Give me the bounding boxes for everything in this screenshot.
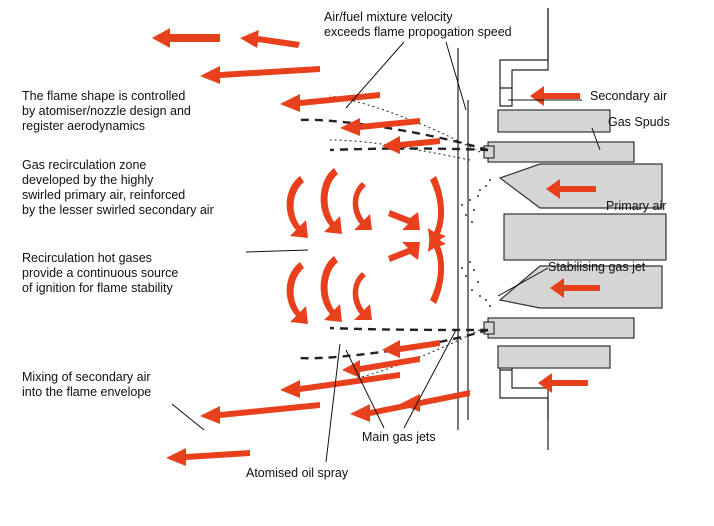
recirc-arrow xyxy=(286,176,308,238)
incoming-air-arrows xyxy=(530,86,600,393)
flow-arrow xyxy=(240,30,300,48)
leader-lines xyxy=(171,41,601,463)
label-stabilising-gas-jet: Stabilising gas jet xyxy=(548,260,646,274)
flow-arrow xyxy=(280,372,400,398)
recirc-arrow xyxy=(428,234,446,304)
label-flame-shape: The flame shape is controlled by atomise… xyxy=(22,89,191,133)
secondary-air-arrow xyxy=(530,86,580,106)
secondary-vane-top xyxy=(497,109,611,133)
label-main-gas-jets: Main gas jets xyxy=(362,430,436,444)
label-velocity: Air/fuel mixture velocity exceeds flame … xyxy=(324,10,512,39)
gas-spud-top xyxy=(487,141,635,163)
flow-arrow xyxy=(382,136,440,154)
recirc-arrow xyxy=(352,182,372,230)
outflow-arrows-bottom xyxy=(166,340,470,466)
label-recirculation-zone: Gas recirculation zone developed by the … xyxy=(22,158,214,217)
label-gas-spuds: Gas Spuds xyxy=(608,115,670,129)
flow-arrow xyxy=(200,66,320,84)
recirculation-arrows xyxy=(286,168,446,324)
nozzle-bottom xyxy=(483,321,495,335)
secondary-air-arrow-bottom xyxy=(538,373,588,393)
flow-arrow xyxy=(200,402,320,424)
flow-arrow xyxy=(340,118,420,136)
recirc-arrow xyxy=(286,262,308,324)
flame-envelope xyxy=(299,95,489,385)
label-secondary-air: Secondary air xyxy=(590,89,668,103)
label-hot-gases: Recirculation hot gases provide a contin… xyxy=(22,251,179,295)
flow-arrow xyxy=(350,400,420,422)
burner-bars xyxy=(483,109,667,369)
flow-arrow xyxy=(280,92,380,112)
label-primary-air: Primary air xyxy=(606,199,667,213)
recirc-arrow xyxy=(388,242,420,262)
flow-arrow xyxy=(152,28,220,48)
primary-air-arrow-2 xyxy=(550,278,600,298)
label-mixing: Mixing of secondary air into the flame e… xyxy=(22,370,152,399)
outflow-arrows-top xyxy=(152,28,440,154)
recirc-arrow xyxy=(320,168,342,234)
primary-air-arrow-1 xyxy=(546,179,596,199)
flow-arrow xyxy=(166,448,250,466)
recirc-arrow xyxy=(320,256,342,322)
flow-arrow xyxy=(342,356,420,378)
secondary-vane-bottom xyxy=(497,345,611,369)
gas-spud-bottom xyxy=(487,317,635,339)
flow-arrow xyxy=(400,390,470,412)
oil-spray xyxy=(461,179,491,307)
recirc-arrow xyxy=(428,176,446,246)
recirc-arrow xyxy=(388,210,420,230)
nozzle-top xyxy=(483,145,495,159)
recirc-arrow xyxy=(352,272,372,320)
flow-arrow xyxy=(382,340,440,358)
label-atomised-oil-spray: Atomised oil spray xyxy=(246,466,349,480)
oil-gun xyxy=(503,213,667,261)
